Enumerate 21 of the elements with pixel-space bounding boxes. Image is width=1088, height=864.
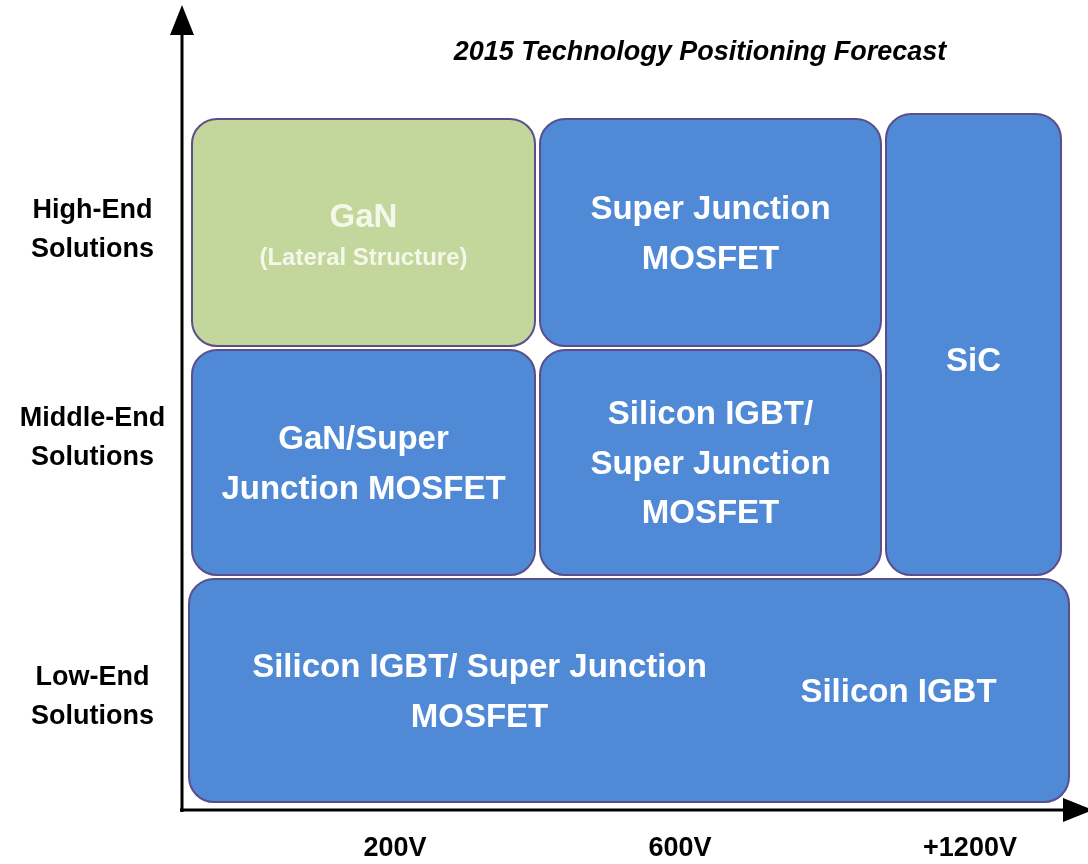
box-label: Silicon IGBT/ Super Junction MOSFET [589, 393, 832, 533]
category-box [539, 349, 882, 576]
tick-label: 200V [362, 831, 428, 864]
chart-title: 2015 Technology Positioning Forecast [452, 35, 948, 68]
box-label: GaN [328, 195, 399, 236]
category-box [188, 578, 1070, 803]
category-box [191, 118, 536, 347]
box-label: GaN/Super Junction MOSFET [220, 418, 507, 508]
box-label: Silicon IGBT/ Super Junction MOSFET [251, 646, 708, 736]
tick-label: +1200V [922, 831, 1018, 864]
row-label: Middle-End Solutions [18, 401, 167, 474]
category-box [539, 118, 882, 347]
category-box [885, 113, 1062, 576]
tick-label: 600V [647, 831, 713, 864]
row-label: High-End Solutions [30, 193, 155, 266]
box-label: SiC [945, 340, 1002, 380]
box-label: Super Junction MOSFET [589, 188, 832, 278]
category-box [191, 349, 536, 576]
row-label: Low-End Solutions [30, 660, 155, 733]
box-label: Silicon IGBT [799, 670, 998, 711]
box-subtitle: (Lateral Structure) [258, 242, 469, 273]
